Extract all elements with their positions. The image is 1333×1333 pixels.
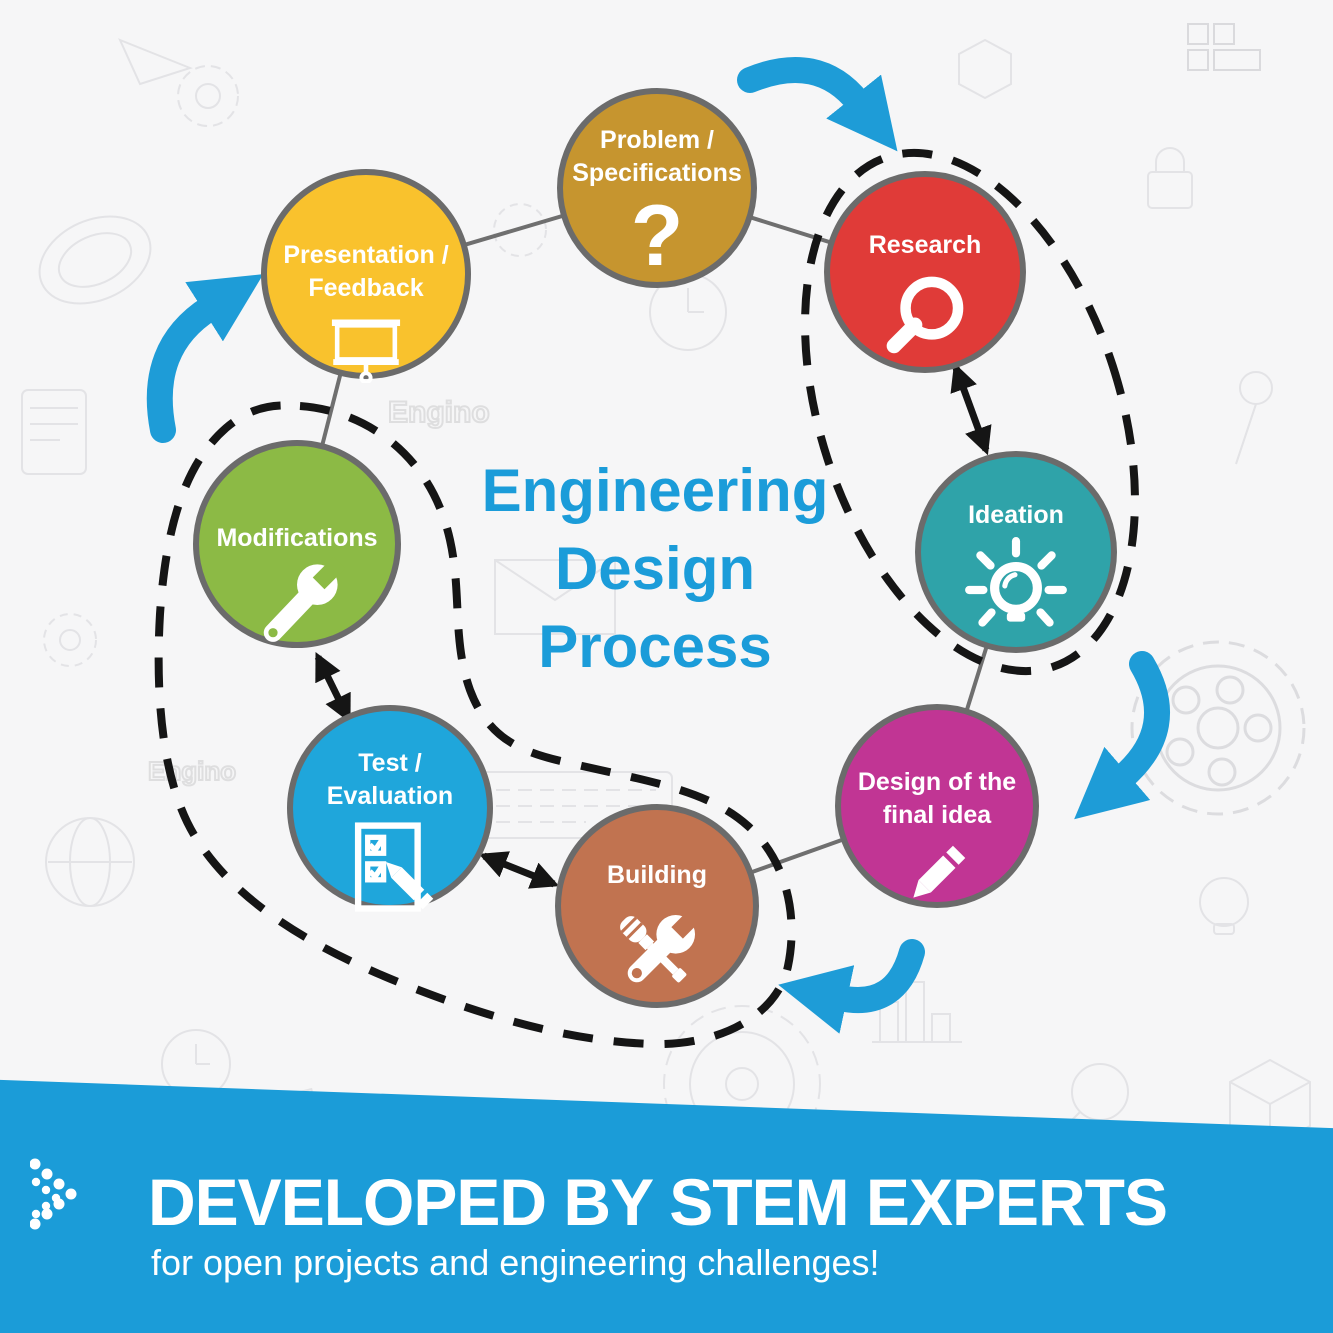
blue-arrow-left (146, 274, 264, 443)
step-circle-research: Research (824, 171, 1026, 373)
center-title-line: Engineering (481, 457, 829, 524)
background-word: Engino (388, 396, 490, 429)
step-circle-building: Building (555, 804, 759, 1008)
step-label: Ideation (968, 501, 1064, 529)
blue-arrow-right (1074, 651, 1170, 820)
center-title-line: Design (554, 535, 756, 602)
double-arrows (314, 362, 992, 889)
step-label: Modifications (216, 524, 378, 552)
checklist-pencil-icon (354, 822, 434, 912)
step-circle-presentation-feedback: Presentation /Feedback (261, 169, 471, 383)
double-arrow-test-building (478, 851, 560, 889)
blue-arrow-top-right (737, 57, 898, 152)
step-label: Problem /Specifications (572, 126, 742, 187)
step-label: Building (607, 861, 707, 889)
dashed-ellipse-right (801, 148, 1139, 676)
background-word: Engino (148, 756, 236, 786)
double-arrow-modifications-test (314, 651, 352, 724)
lightbulb-icon (965, 537, 1067, 627)
question-mark-icon: ? (630, 188, 684, 284)
step-label: Research (868, 231, 982, 259)
center-title-line: Process (538, 613, 772, 680)
step-circle-problem-specifications: Problem /Specifications ? (557, 88, 757, 288)
step-circle-ideation: Ideation (915, 451, 1117, 653)
projection-screen-icon (331, 319, 401, 383)
blue-arrow-bottom (778, 939, 925, 1034)
step-label: Presentation /Feedback (283, 241, 449, 302)
banner-subheading: for open projects and engineering challe… (151, 1242, 880, 1283)
dashed-loop-left (154, 401, 796, 1049)
wrench-icon (263, 557, 345, 642)
dotted-chevron-icon (30, 1158, 77, 1230)
double-arrow-research-ideation (950, 362, 992, 456)
banner: DEVELOPED BY STEM EXPERTS for open proje… (0, 1079, 1333, 1333)
banner-heading: DEVELOPED BY STEM EXPERTS (148, 1165, 1168, 1239)
magnifier-icon (886, 276, 963, 354)
crossed-tools-icon (620, 905, 705, 983)
center-title: Engineering Design Process (320, 452, 990, 686)
flow-arrows (146, 57, 1170, 1034)
pencil-icon (913, 845, 966, 898)
step-circle-modifications: Modifications (193, 440, 401, 648)
step-circle-test-evaluation: Test /Evaluation (287, 705, 493, 912)
step-label: Test /Evaluation (326, 749, 454, 810)
